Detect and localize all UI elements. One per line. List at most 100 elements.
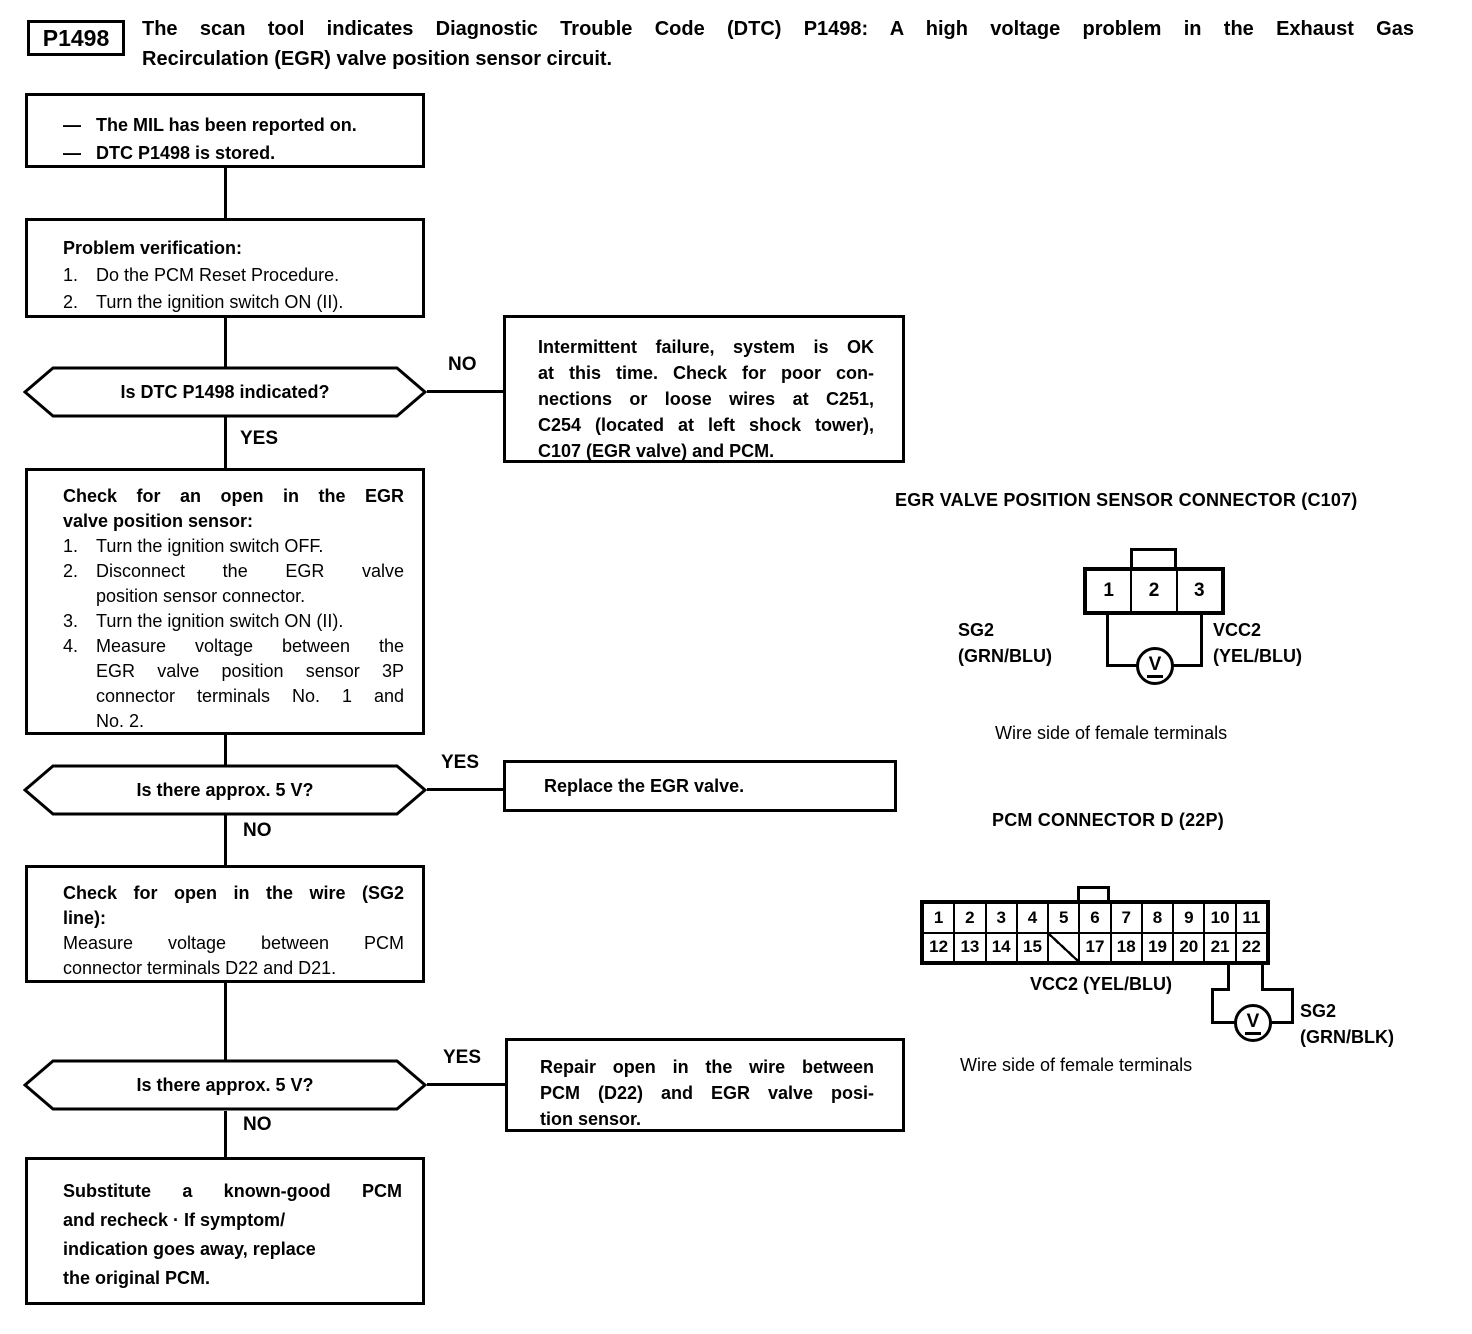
pcm-meter-wire	[1261, 965, 1264, 991]
connector-line-yes-branch	[427, 1083, 512, 1086]
text-line: Replace the EGR valve.	[544, 775, 745, 796]
egr-pin-cell: 3	[1176, 570, 1222, 612]
pcm-pin-cell: 13	[954, 932, 986, 962]
pcm-meter-wire	[1261, 988, 1294, 991]
text-line: Intermittent failure, system is OK	[538, 337, 874, 357]
decision-question: Is there approx. 5 V?	[136, 1074, 314, 1095]
hexagon-shape	[23, 1059, 427, 1111]
decision-question: Is there approx. 5 V?	[136, 779, 314, 800]
pcm-pin-cell: 22	[1235, 932, 1267, 962]
egr-meter-wire	[1106, 664, 1139, 667]
wire-name: VCC2	[1213, 620, 1262, 640]
header-description-line1: The scan tool indicates Diagnostic Troub…	[142, 18, 1414, 40]
step-text: connector terminals No. 1 and	[96, 686, 404, 706]
step-text: Turn the ignition switch OFF.	[96, 536, 324, 556]
pcm-sg2-label: SG2 (GRN/BLK)	[1300, 998, 1394, 1050]
mil-line-text: The MIL has been reported on.	[96, 115, 357, 135]
dash-bullet: —	[63, 143, 81, 163]
substitute-pcm-box: Substitute a known-good PCM and recheck …	[25, 1157, 425, 1305]
wire-name: SG2	[958, 620, 995, 640]
text-line: Measure voltage between PCM	[63, 933, 404, 953]
step-number: 2.	[63, 292, 79, 312]
yes-label: YES	[443, 1047, 482, 1068]
wire-color: (GRN/BLU)	[958, 646, 1052, 666]
step-text: No. 2.	[96, 711, 145, 731]
step-item: 1. Do the PCM Reset Procedure.	[63, 262, 412, 289]
voltmeter-v: V	[1146, 655, 1164, 678]
egr-sg2-label: SG2 (GRN/BLU)	[958, 617, 1052, 669]
wire-name: SG2	[1300, 1001, 1337, 1021]
pcm-meter-wire	[1291, 988, 1294, 1024]
problem-verification-title: Problem verification:	[63, 238, 243, 258]
pcm-pin-cell: 10	[1204, 903, 1236, 933]
text-line: C107 (EGR valve) and PCM.	[538, 441, 775, 461]
wire-color: (GRN/BLK)	[1300, 1027, 1394, 1047]
step-text: Measure voltage between the	[96, 636, 404, 656]
voltmeter-v: V	[1244, 1012, 1262, 1035]
text-line: the original PCM.	[63, 1268, 211, 1288]
egr-meter-wire	[1200, 613, 1203, 667]
pcm-pin-cell: 20	[1173, 932, 1205, 962]
hexagon-shape	[23, 764, 427, 816]
pcm-connector-title: PCM CONNECTOR D (22P)	[992, 810, 1224, 830]
pcm-pin-cell: 17	[1079, 932, 1111, 962]
pcm-pin-cell: 1	[923, 903, 955, 933]
dtc-code-box: P1498	[27, 20, 125, 56]
text-line: C254 (located at left shock tower),	[538, 415, 874, 435]
step-item: 4. Measure voltage between the EGR valve…	[63, 634, 404, 734]
pcm-meter-wire	[1227, 965, 1230, 991]
step-number: 1.	[63, 536, 79, 556]
no-label: NO	[448, 354, 477, 375]
connector-line	[224, 166, 227, 220]
pcm-wire-side-caption: Wire side of female terminals	[960, 1055, 1193, 1075]
step-item: 3. Turn the ignition switch ON (II).	[63, 609, 404, 634]
wire-color: (YEL/BLU)	[1213, 646, 1302, 666]
text-line: PCM (D22) and EGR valve posi-	[540, 1083, 874, 1103]
connector-line	[224, 1111, 227, 1157]
pcm-pin-16-blank	[1048, 932, 1080, 962]
decision-dtc-indicated: Is DTC P1498 indicated?	[23, 366, 427, 418]
connector-line	[224, 416, 227, 470]
pcm-meter-wire	[1211, 1021, 1236, 1024]
replace-egr-valve-box: Replace the EGR valve.	[503, 760, 897, 812]
step-number: 3.	[63, 611, 79, 631]
step-text: Disconnect the EGR valve	[96, 561, 404, 581]
box-title-line: Check for an open in the EGR	[63, 486, 404, 506]
hexagon-shape	[23, 366, 427, 418]
box-title-line: valve position sensor:	[63, 511, 254, 531]
connector-line	[224, 316, 227, 368]
pcm-pin-cell: 21	[1204, 932, 1236, 962]
step-text: Do the PCM Reset Procedure.	[96, 265, 340, 285]
text-line: Repair open in the wire between	[540, 1057, 874, 1077]
connector-line	[224, 733, 227, 767]
pcm-pin-cell: 6	[1079, 903, 1111, 933]
mil-line: — DTC P1498 is stored.	[63, 139, 412, 167]
egr-meter-wire	[1106, 613, 1109, 667]
text-line: connector terminals D22 and D21.	[63, 958, 337, 978]
pcm-pin-cell: 9	[1173, 903, 1205, 933]
step-number: 2.	[63, 561, 79, 581]
pcm-pin-cell: 3	[985, 903, 1017, 933]
problem-verification-box: Problem verification: 1. Do the PCM Rese…	[25, 218, 425, 318]
repair-open-wire-box: Repair open in the wire between PCM (D22…	[505, 1038, 905, 1132]
mil-line-text: DTC P1498 is stored.	[96, 143, 276, 163]
connector-line-no-branch	[427, 390, 505, 393]
egr-pin-cell: 1	[1086, 570, 1132, 612]
voltmeter-icon: V	[1136, 647, 1174, 685]
text-line: and recheck · If symptom/	[63, 1210, 286, 1230]
pcm-connector-body: 1 2 3 4 5 6 7 8 9 10 11 12 13 14 15 17 1…	[920, 900, 1270, 965]
yes-label: YES	[240, 428, 279, 449]
pcm-meter-wire	[1270, 1021, 1294, 1024]
mil-status-box: — The MIL has been reported on. — DTC P1…	[25, 93, 425, 168]
intermittent-failure-box: Intermittent failure, system is OK at th…	[503, 315, 905, 463]
yes-label: YES	[441, 752, 480, 773]
pcm-meter-wire	[1211, 988, 1230, 991]
mil-line: — The MIL has been reported on.	[63, 111, 412, 139]
voltmeter-icon: V	[1234, 1004, 1272, 1042]
no-label: NO	[243, 820, 272, 841]
step-text: EGR valve position sensor 3P	[96, 661, 404, 681]
check-open-egr-box: Check for an open in the EGR valve posit…	[25, 468, 425, 735]
header-description-line2: Recirculation (EGR) valve position senso…	[142, 48, 613, 70]
egr-connector-title: EGR VALVE POSITION SENSOR CONNECTOR (C10…	[895, 490, 1358, 510]
